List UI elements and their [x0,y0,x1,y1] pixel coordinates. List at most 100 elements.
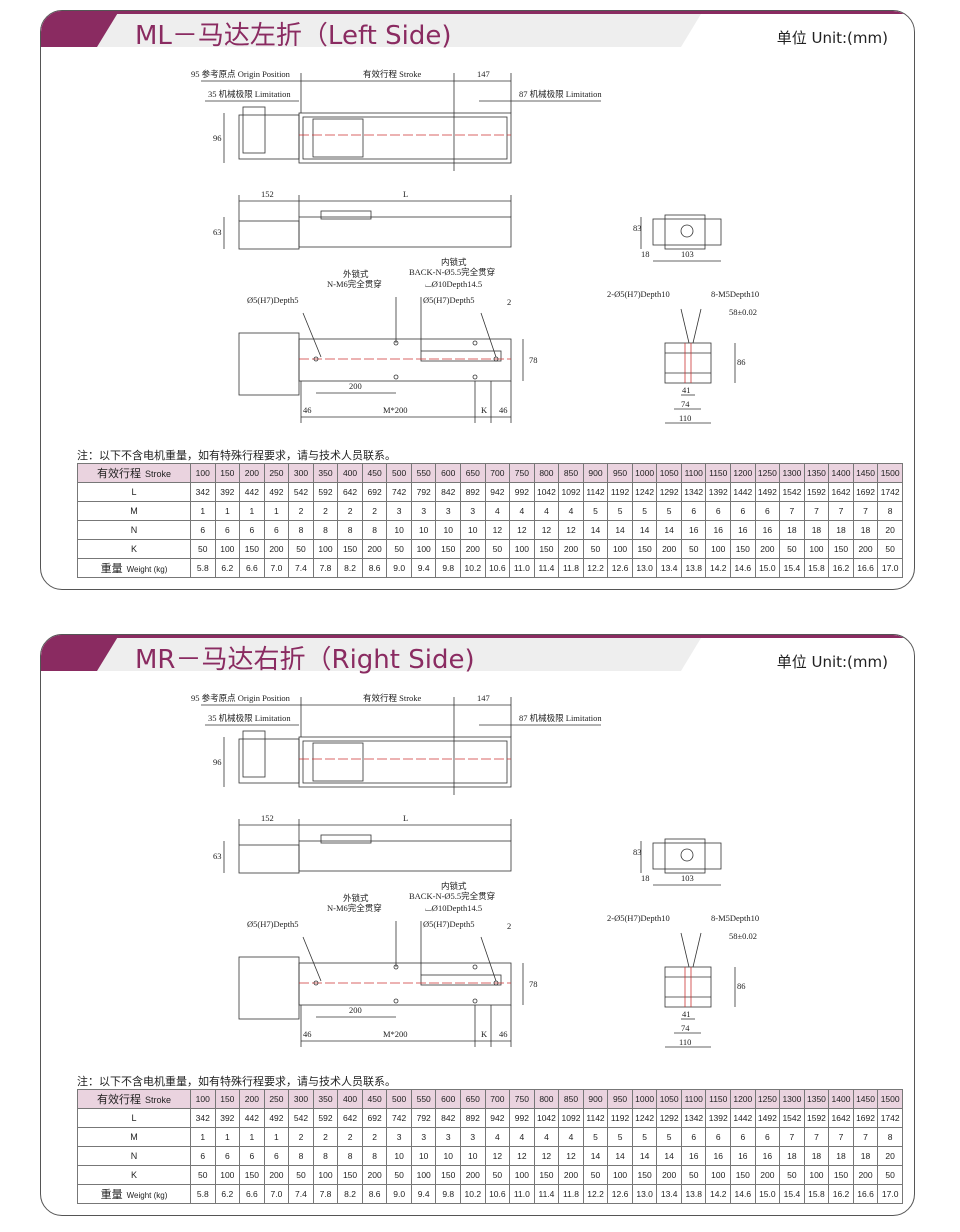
stroke-cell: 600 [435,1089,462,1109]
table-cell: 10 [410,520,437,540]
table-cell: 1642 [828,1108,854,1128]
table-cell: 150 [239,1165,265,1185]
table-cell: 14.6 [730,558,756,578]
table-cell: 12 [558,1146,584,1166]
rail-side [298,840,512,872]
table-cell: 12.2 [582,558,609,578]
table-cell: 1642 [828,482,854,502]
table-cell: 18 [779,520,805,540]
table-cell: 1692 [852,1108,879,1128]
table-cell: 6 [190,520,216,540]
table-cell: 1 [214,1127,241,1147]
table-cell: 15.4 [779,558,805,578]
table-cell: 592 [312,1108,339,1128]
table-cell: 1442 [730,1108,756,1128]
motor-side [238,220,300,250]
table-cell: 50 [288,539,314,559]
label-limit-right: 87 机械极限 Limitation [519,713,602,723]
table-cell: 1 [239,501,265,521]
label-152: 152 [261,189,274,199]
table-cell: 10 [410,1146,437,1166]
table-cell: 1242 [631,482,658,502]
table-cell: 742 [386,482,412,502]
stroke-cell: 1050 [656,1089,682,1109]
table-cell: 50 [288,1165,314,1185]
table-cell: 100 [410,539,437,559]
table-cell: 8 [288,520,314,540]
table-cell: 50 [190,539,216,559]
table-cell: 50 [877,1165,903,1185]
stroke-cell: 950 [607,1089,633,1109]
row-label: M [130,506,138,516]
unit-label: 单位 Unit:(mm) [776,29,888,47]
table-cell: 7 [803,501,830,521]
label-lock-out-1: 外锁式 [343,269,369,279]
table-cell: 6 [239,520,265,540]
table-cell: 492 [263,482,290,502]
table-cell: 14 [631,1146,658,1166]
table-cell: 342 [190,1108,216,1128]
label-96: 96 [213,757,222,767]
table-cell: 1342 [680,482,707,502]
table-cell: 200 [460,539,486,559]
label-limit-left: 35 机械极限 Limitation [208,713,291,723]
label-63: 63 [213,851,222,861]
table-cell: 150 [533,539,560,559]
row-label: N [130,525,138,535]
table-cell: 200 [656,1165,682,1185]
table-cell: 3 [435,501,462,521]
table-cell: 1742 [877,1108,903,1128]
table-cell: 8.6 [361,1184,388,1204]
table-cell: 942 [484,1108,511,1128]
table-cell: 17.0 [877,1184,903,1204]
table-cell: 13.4 [656,1184,682,1204]
table-cell: 10 [435,520,462,540]
stroke-cell: 850 [558,1089,584,1109]
section-mr-right: MR－马达右折（Right Side) 单位 Unit:(mm) [40,634,915,1216]
table-cell: 792 [410,482,437,502]
stroke-cell: 1250 [754,1089,781,1109]
table-cell: 15.0 [754,558,781,578]
table-cell: 50 [484,539,511,559]
section-header: ML－马达左折（Left Side) 单位 Unit:(mm) [41,11,914,51]
label-m200: M*200 [383,1029,408,1039]
table-cell: 2 [312,501,339,521]
table-cell: 15.0 [754,1184,781,1204]
table-cell: 12 [558,520,584,540]
table-cell: 7.0 [263,558,290,578]
table-cell: 18 [779,1146,805,1166]
table-cell: 18 [828,1146,854,1166]
table-cell: 200 [558,539,584,559]
stroke-cell: 1450 [852,1089,879,1109]
header-label: 有效行程 [96,468,141,480]
row-label-cell: L [77,1108,191,1128]
stroke-cell: 300 [288,1089,314,1109]
stroke-cell: 1300 [779,1089,805,1109]
label-41: 41 [682,1009,691,1019]
table-cell: 14.6 [730,1184,756,1204]
table-cell: 5.8 [190,1184,216,1204]
table-cell: 14 [582,1146,609,1166]
table-cell: 642 [337,1108,363,1128]
stroke-cell: 550 [410,1089,437,1109]
stroke-cell: 300 [288,463,314,483]
label-lock-in-3: ⌴Ø10Depth14.5 [425,903,482,913]
rail-top [298,112,512,164]
rail-bottom [298,962,512,1006]
table-cell: 200 [361,1165,388,1185]
table-cell: 150 [828,539,854,559]
table-cell: 200 [263,539,290,559]
table-cell: 14.2 [705,1184,732,1204]
table-cell: 1192 [607,1108,633,1128]
table-cell: 2 [361,1127,388,1147]
stroke-cell: 800 [533,1089,560,1109]
table-cell: 100 [803,1165,830,1185]
table-cell: 14 [607,520,633,540]
row-label: 重量 [100,1189,123,1201]
table-cell: 12 [484,1146,511,1166]
table-cell: 100 [312,539,339,559]
